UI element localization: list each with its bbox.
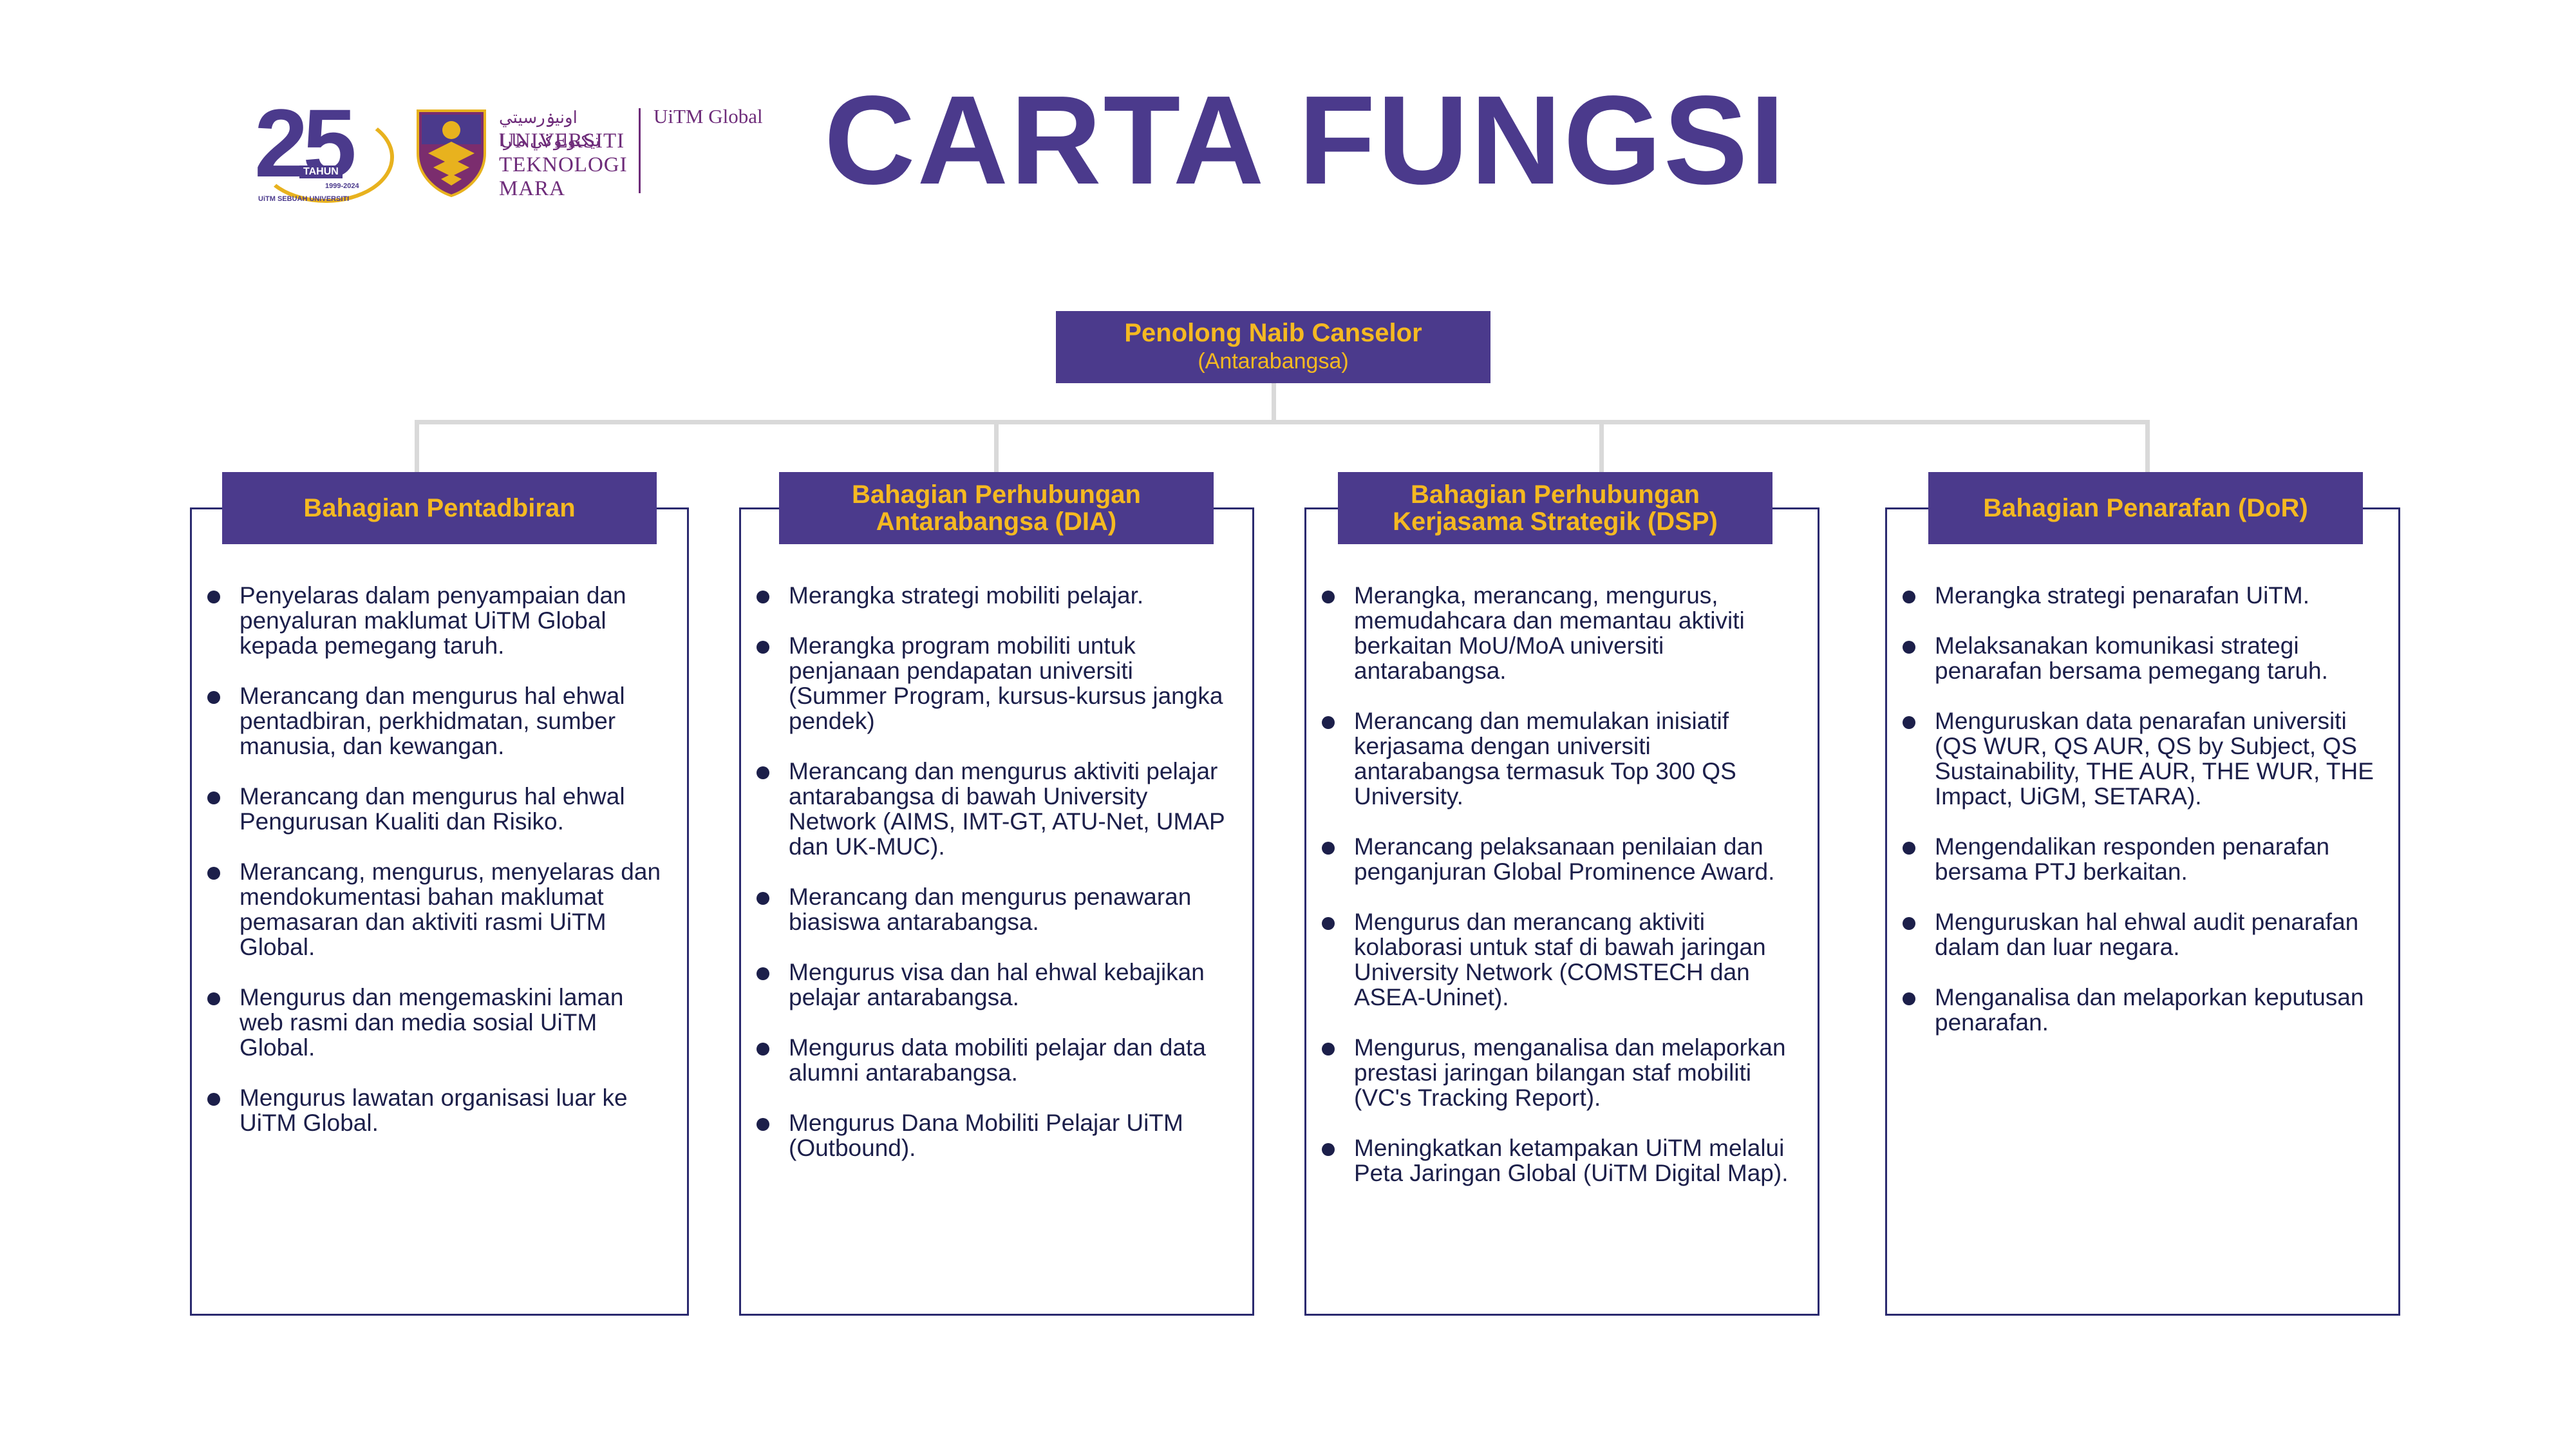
logo-divider: [639, 108, 641, 193]
list-item: Meningkatkan ketampakan UiTM melalui Pet…: [1322, 1135, 1801, 1186]
list-item: Melaksanakan komunikasi strategi penaraf…: [1903, 633, 2382, 683]
bullet-icon: [757, 591, 769, 603]
list-item: Merancang dan memulakan inisiatif kerjas…: [1322, 708, 1801, 809]
anniversary-tagline: UiTM SEBUAH UNIVERSITI: [258, 195, 350, 203]
bullet-icon: [757, 967, 769, 980]
bullet-icon: [1903, 716, 1915, 729]
bullet-icon: [1322, 1143, 1335, 1156]
list-item: Merancang pelaksanaan penilaian dan peng…: [1322, 834, 1801, 884]
bullet-icon: [757, 1118, 769, 1131]
column-list-dia: Merangka strategi mobiliti pelajar. Mera…: [757, 583, 1236, 1186]
connector-top-stem: [1272, 383, 1276, 423]
bullet-icon: [757, 641, 769, 654]
column-header-pentadbiran: Bahagian Pentadbiran: [222, 472, 657, 544]
anniversary-ring: [258, 111, 394, 203]
list-item: Merangka program mobiliti untuk penjanaa…: [757, 633, 1236, 734]
list-item: Mengurus dan merancang aktiviti kolabora…: [1322, 909, 1801, 1010]
list-item: Merancang dan mengurus hal ehwal Penguru…: [207, 784, 671, 834]
bullet-icon: [207, 1093, 220, 1106]
connector-drop-3: [1599, 420, 1604, 473]
list-item: Mengendalikan responden penarafan bersam…: [1903, 834, 2382, 884]
bullet-icon: [1322, 716, 1335, 729]
list-item: Menguruskan data penarafan universiti (Q…: [1903, 708, 2382, 809]
bullet-icon: [1322, 917, 1335, 930]
bullet-icon: [1903, 641, 1915, 654]
column-header-dor: Bahagian Penarafan (DoR): [1928, 472, 2363, 544]
uitm-line2: TEKNOLOGI: [499, 153, 628, 176]
anniversary-years: 1999-2024: [325, 182, 359, 190]
list-item: Mengurus, menganalisa dan melaporkan pre…: [1322, 1035, 1801, 1110]
bullet-icon: [1322, 842, 1335, 855]
bullet-icon: [207, 791, 220, 804]
bullet-icon: [757, 1043, 769, 1056]
column-header-dia: Bahagian Perhubungan Antarabangsa (DIA): [779, 472, 1214, 544]
connector-drop-4: [2145, 420, 2150, 473]
list-item: Merancang dan mengurus penawaran biasisw…: [757, 884, 1236, 934]
list-item: Merancang dan mengurus hal ehwal pentadb…: [207, 683, 671, 759]
list-item: Penyelaras dalam penyampaian dan penyalu…: [207, 583, 671, 658]
uitm-global-label: UiTM Global: [653, 105, 763, 128]
connector-drop-1: [415, 420, 419, 473]
uitm-line3: MARA: [499, 177, 566, 200]
bullet-icon: [207, 992, 220, 1005]
anniversary-tahun: TAHUN: [299, 166, 343, 178]
uitm-shield-logo: [417, 109, 486, 198]
list-item: Mengurus lawatan organisasi luar ke UiTM…: [207, 1085, 671, 1135]
bullet-icon: [1903, 992, 1915, 1005]
page-title: CARTA FUNGSI: [824, 70, 1787, 211]
bullet-icon: [757, 892, 769, 905]
bullet-icon: [1322, 1043, 1335, 1056]
bullet-icon: [757, 766, 769, 779]
bullet-icon: [1322, 591, 1335, 603]
bullet-icon: [1903, 591, 1915, 603]
uitm-wordmark: اونيۏرسيتي تيكنولوݢي مارا UNIVERSITI TEK…: [499, 106, 634, 201]
column-panel-dia: [739, 507, 1254, 1316]
bullet-icon: [1903, 842, 1915, 855]
bullet-icon: [207, 691, 220, 704]
list-item: Mengurus Dana Mobiliti Pelajar UiTM (Out…: [757, 1110, 1236, 1160]
bullet-icon: [207, 867, 220, 880]
connector-horizontal: [415, 420, 2150, 424]
uitm-jawi: اونيۏرسيتي تيكنولوݢي مارا: [499, 108, 601, 150]
column-list-dor: Merangka strategi penarafan UiTM. Melaks…: [1903, 583, 2382, 1060]
column-header-dsp: Bahagian Perhubungan Kerjasama Strategik…: [1338, 472, 1772, 544]
list-item: Mengurus data mobiliti pelajar dan data …: [757, 1035, 1236, 1085]
uitm-line1: UNIVERSITI: [499, 129, 625, 153]
connector-drop-2: [994, 420, 999, 473]
top-role-subtitle: (Antarabangsa): [1198, 349, 1349, 374]
column-list-pentadbiran: Penyelaras dalam penyampaian dan penyalu…: [207, 583, 671, 1160]
list-item: Merangka, merancang, mengurus, memudahca…: [1322, 583, 1801, 683]
list-item: Menganalisa dan melaporkan keputusan pen…: [1903, 985, 2382, 1035]
top-role-box: Penolong Naib Canselor (Antarabangsa): [1056, 311, 1490, 383]
list-item: Merancang, mengurus, menyelaras dan mend…: [207, 859, 671, 960]
list-item: Menguruskan hal ehwal audit penarafan da…: [1903, 909, 2382, 960]
top-role-title: Penolong Naib Canselor: [1124, 319, 1422, 347]
anniversary-logo: 25 TAHUN 1999-2024 UiTM SEBUAH UNIVERSIT…: [254, 95, 394, 203]
list-item: Mengurus dan mengemaskini laman web rasm…: [207, 985, 671, 1060]
list-item: Merancang dan mengurus aktiviti pelajar …: [757, 759, 1236, 859]
list-item: Mengurus visa dan hal ehwal kebajikan pe…: [757, 960, 1236, 1010]
list-item: Merangka strategi penarafan UiTM.: [1903, 583, 2382, 608]
bullet-icon: [207, 591, 220, 603]
column-list-dsp: Merangka, merancang, mengurus, memudahca…: [1322, 583, 1801, 1211]
column-panel-dsp: [1304, 507, 1819, 1316]
bullet-icon: [1903, 917, 1915, 930]
list-item: Merangka strategi mobiliti pelajar.: [757, 583, 1236, 608]
column-panel-pentadbiran: [190, 507, 689, 1316]
